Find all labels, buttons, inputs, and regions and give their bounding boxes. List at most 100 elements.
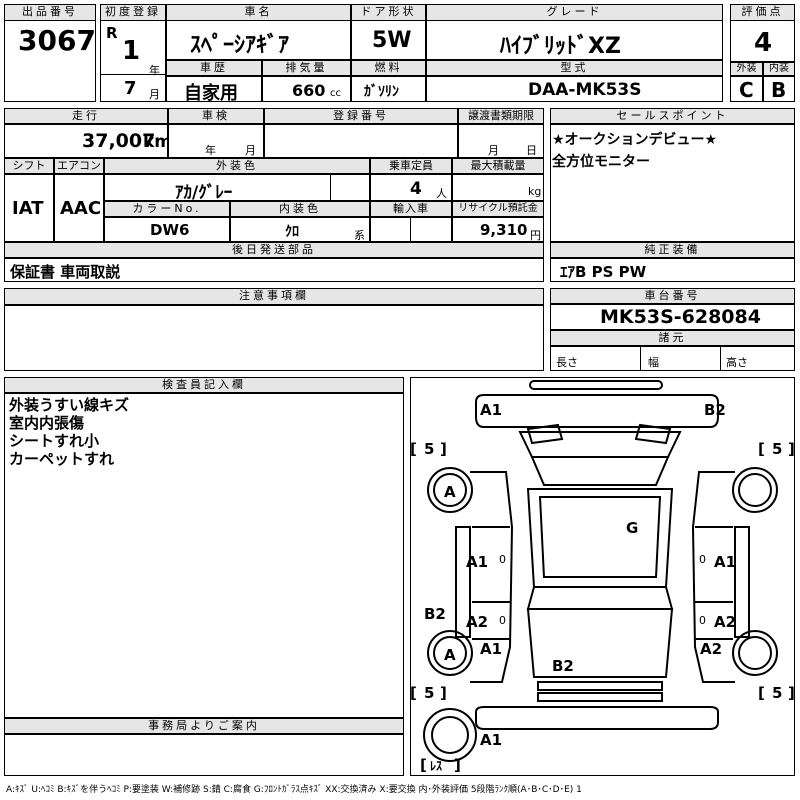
mark-left-sill: B2 <box>424 605 446 623</box>
shift-header: シフト <box>4 158 54 174</box>
ext-color-header: 外装色 <box>104 158 370 174</box>
recycle-header: リサイクル預託金 <box>452 201 544 217</box>
grade-header: グレード <box>426 4 723 21</box>
first-reg-era: R <box>106 24 118 42</box>
mark-front-right: B2 <box>704 401 726 419</box>
capacity-value: 4 <box>410 179 422 199</box>
model-box <box>426 76 723 102</box>
interior-grade-box <box>763 76 795 102</box>
displacement-box <box>262 76 351 102</box>
inspection-month-unit: 月 <box>245 144 256 157</box>
capacity-box <box>370 174 452 201</box>
office-notice-box <box>4 734 404 776</box>
mark-left-front-door: A1 <box>466 553 488 571</box>
right-sill <box>734 526 750 638</box>
legend: A:ｷｽﾞ U:ﾍｺﾐ B:ｷｽﾞを伴うﾍｺﾐ P:要塗装 W:補修跡 S:錆 … <box>6 785 582 795</box>
tread-rear-left: 5 <box>424 684 434 702</box>
inspection-header: 車検 <box>168 108 264 124</box>
tread-rear-right: 5 <box>772 684 782 702</box>
mark-tire-front-left: A <box>444 483 456 501</box>
shift-box <box>4 174 54 242</box>
displacement-value: 660 <box>292 81 326 100</box>
office-notice-header: 事務局よりご案内 <box>4 718 404 734</box>
right-side-panel <box>691 471 735 683</box>
transfer-day-unit: 日 <box>526 144 537 157</box>
score-value: 4 <box>754 28 773 58</box>
mark-rear-glass: B2 <box>552 657 574 675</box>
left-door-lines <box>472 526 510 640</box>
svg-text:[: [ <box>410 440 417 458</box>
shift-value: IAT <box>12 198 44 219</box>
later-parts-value: 保証書 車両取説 <box>10 263 121 281</box>
genuine-equipment-box <box>550 258 795 282</box>
svg-text:[: [ <box>420 756 427 774</box>
left-sill <box>455 526 471 638</box>
inspector-note-2: 室内内張傷 <box>9 414 85 432</box>
later-parts-box <box>4 258 544 282</box>
genuine-equipment-header: 純正装備 <box>550 242 795 258</box>
lot-no: 3067 <box>18 24 96 57</box>
dimensions-box <box>550 346 795 371</box>
svg-text:]: ] <box>440 440 447 458</box>
notes-box <box>4 305 544 371</box>
roof <box>526 488 674 588</box>
svg-text:]: ] <box>440 684 447 702</box>
car-name: ｽﾍﾟｰｼｱｷﾞｱ <box>190 33 290 58</box>
transfer-month-unit: 月 <box>488 144 499 157</box>
tread-front-left: 5 <box>424 440 434 458</box>
import-header: 輸入車 <box>370 201 452 217</box>
rear-gate <box>537 681 663 691</box>
divider <box>720 346 721 371</box>
divider <box>640 346 641 371</box>
svg-text:[: [ <box>410 684 417 702</box>
spare-tire-inner <box>431 716 469 754</box>
svg-text:]: ] <box>454 756 461 774</box>
capacity-unit: 人 <box>436 187 447 200</box>
door-value: 5W <box>372 28 412 53</box>
sales-point-header: セールスポイント <box>550 108 795 124</box>
score-header: 評価点 <box>730 4 795 21</box>
reg-no-header: 登録番号 <box>264 108 458 124</box>
displacement-unit: cc <box>330 88 341 99</box>
recycle-box <box>452 217 544 242</box>
headlight-right <box>634 423 672 445</box>
dimensions-header: 諸元 <box>550 330 795 346</box>
headlight-left <box>526 423 564 445</box>
color-no-header: カラーNo. <box>104 201 230 217</box>
interior-header: 内装 <box>763 62 795 76</box>
chassis-no-value: MK53S-628084 <box>600 306 761 328</box>
rear-gate-lower <box>537 692 663 702</box>
transfer-deadline-box <box>458 124 544 158</box>
door-mark-right-rear: 0 <box>699 614 706 627</box>
roof-inner <box>538 496 662 578</box>
sales-point-1: ★オークションデビュー★ <box>552 132 718 148</box>
int-color-header: 内装色 <box>230 201 370 217</box>
ext-color-box <box>104 174 370 201</box>
tire-front-right-inner <box>738 473 772 507</box>
color-no-value: DW6 <box>150 221 190 239</box>
aircon-box <box>54 174 104 242</box>
max-load-box <box>452 174 544 201</box>
divider <box>410 217 411 242</box>
tire-front-left-inner <box>433 473 467 507</box>
reg-no-box <box>264 124 458 158</box>
inspector-note-4: カーペットすれ <box>9 450 115 468</box>
tread-front-right: 5 <box>772 440 782 458</box>
door-mark-left: 0 <box>499 553 506 566</box>
inspector-note-1: 外装うすい線キズ <box>9 396 130 414</box>
transfer-deadline-header: 譲渡書類期限 <box>458 108 544 124</box>
mileage-header: 走行 <box>4 108 168 124</box>
capacity-header: 乗車定員 <box>370 158 452 174</box>
spare-tire <box>423 708 477 762</box>
mark-front-left: A1 <box>480 401 502 419</box>
int-color-box <box>230 217 370 242</box>
mileage-unit: km <box>143 132 173 152</box>
sales-point-box <box>550 124 795 242</box>
mark-right-rear-door: A2 <box>714 613 736 631</box>
aircon-header: エアコン <box>54 158 104 174</box>
color-no-box <box>104 217 230 242</box>
grade-value: ﾊｲﾌﾞﾘｯﾄﾞXZ <box>500 34 621 59</box>
first-reg-year: 1 <box>122 36 141 66</box>
dim-height-label: 高さ <box>726 356 748 369</box>
recycle-unit: 円 <box>530 229 541 242</box>
